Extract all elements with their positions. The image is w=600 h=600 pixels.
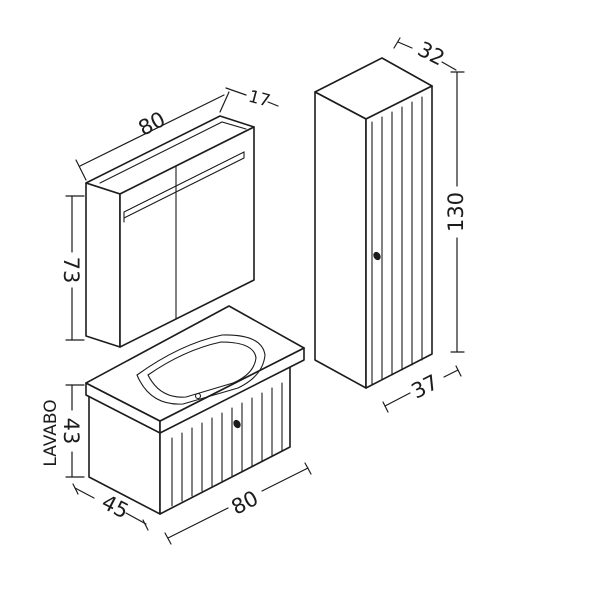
vanity-label: LAVABO [41,399,61,466]
mirror-cabinet [85,115,255,348]
mirror-depth-label: 17 [246,87,272,112]
mirror-dim-height: 73 [59,195,85,341]
tall-dim-depth: 32 [393,37,457,71]
tall-cabinet-handle [373,251,381,261]
vanity-unit [85,305,305,515]
vanity-height-label: 43 [59,418,83,445]
tall-height-label: 130 [444,192,468,232]
basin [136,334,266,405]
mirror-width-label: 80 [134,107,169,141]
mirror-height-label: 73 [59,257,83,284]
tall-depth-label: 32 [414,37,449,71]
tall-width-label: 37 [407,370,442,404]
vanity-drawer-handle [233,419,241,429]
mirror-dim-depth: 17 [225,87,279,112]
tall-cabinet-flutes [371,96,423,386]
vanity-dim-height: 43 [59,384,85,478]
vanity-flutes [171,382,283,507]
vanity-width-label: 80 [227,486,262,520]
tall-dim-height: 130 [444,71,468,353]
tall-cabinet [314,57,433,389]
